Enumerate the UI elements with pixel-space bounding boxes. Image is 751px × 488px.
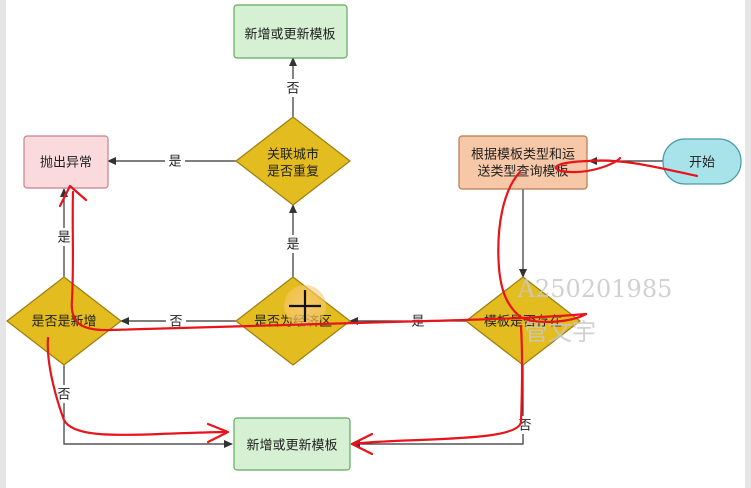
diagram-canvas: 新增或更新模板 抛出异常 关联城市 是否重复 根据模板类型和运 送类型查询模板 … (6, 0, 745, 488)
node-bottom-add: 新增或更新模板 (233, 417, 351, 471)
red-annotation-strokes (46, 156, 699, 456)
flowchart: 新增或更新模板 抛出异常 关联城市 是否重复 根据模板类型和运 送类型查询模板 … (6, 4, 742, 471)
annotation-start-loop (554, 156, 699, 178)
node-city-duplicate: 关联城市 是否重复 (235, 116, 351, 206)
watermark: A250201985 管文宇 (517, 275, 673, 346)
node-query-template: 根据模板类型和运 送类型查询模板 (458, 135, 588, 190)
watermark-name: 管文宇 (524, 318, 596, 346)
node-top-add: 新增或更新模板 (233, 4, 348, 59)
node-top-add-label: 新增或更新模板 (244, 27, 335, 43)
right-frame-strip (745, 0, 751, 488)
node-query-line1: 根据模板类型和运 (471, 148, 575, 163)
label-no-new-bottom: 否 (57, 388, 70, 403)
watermark-id: A250201985 (517, 275, 673, 303)
node-city-line1: 关联城市 (267, 147, 319, 163)
label-no-econ-new: 否 (169, 315, 182, 330)
annotation-arrowhead-bottom-left (206, 422, 230, 444)
annotation-arrowhead-bottom-right (350, 432, 374, 456)
connectors (60, 57, 663, 448)
node-start-label: 开始 (689, 156, 715, 171)
annotation-new-to-bottom (46, 336, 228, 437)
node-query-line2: 送类型查询模板 (477, 165, 568, 180)
label-no-city-top: 否 (286, 82, 299, 97)
label-yes-econ-city: 是 (286, 238, 299, 253)
node-throw-label: 抛出异常 (40, 156, 92, 171)
annotation-main-path (70, 190, 588, 332)
node-city-line2: 是否重复 (267, 164, 319, 180)
label-yes-city-throw: 是 (168, 155, 181, 170)
crosshair-icon (289, 290, 321, 322)
node-is-new: 是否是新增 (6, 276, 122, 366)
annotation-arrowhead-throw (58, 184, 88, 208)
edge-exists-to-bottom (351, 365, 524, 448)
cursor (284, 285, 326, 327)
annotation-exists-to-bottom (350, 324, 524, 446)
annotation-query-to-exists (497, 170, 588, 323)
node-start: 开始 (662, 138, 742, 185)
node-bottom-add-label: 新增或更新模板 (246, 438, 337, 454)
node-throw-exception: 抛出异常 (23, 135, 109, 189)
label-yes-new-throw: 是 (57, 231, 70, 246)
left-frame-strip (0, 0, 6, 488)
